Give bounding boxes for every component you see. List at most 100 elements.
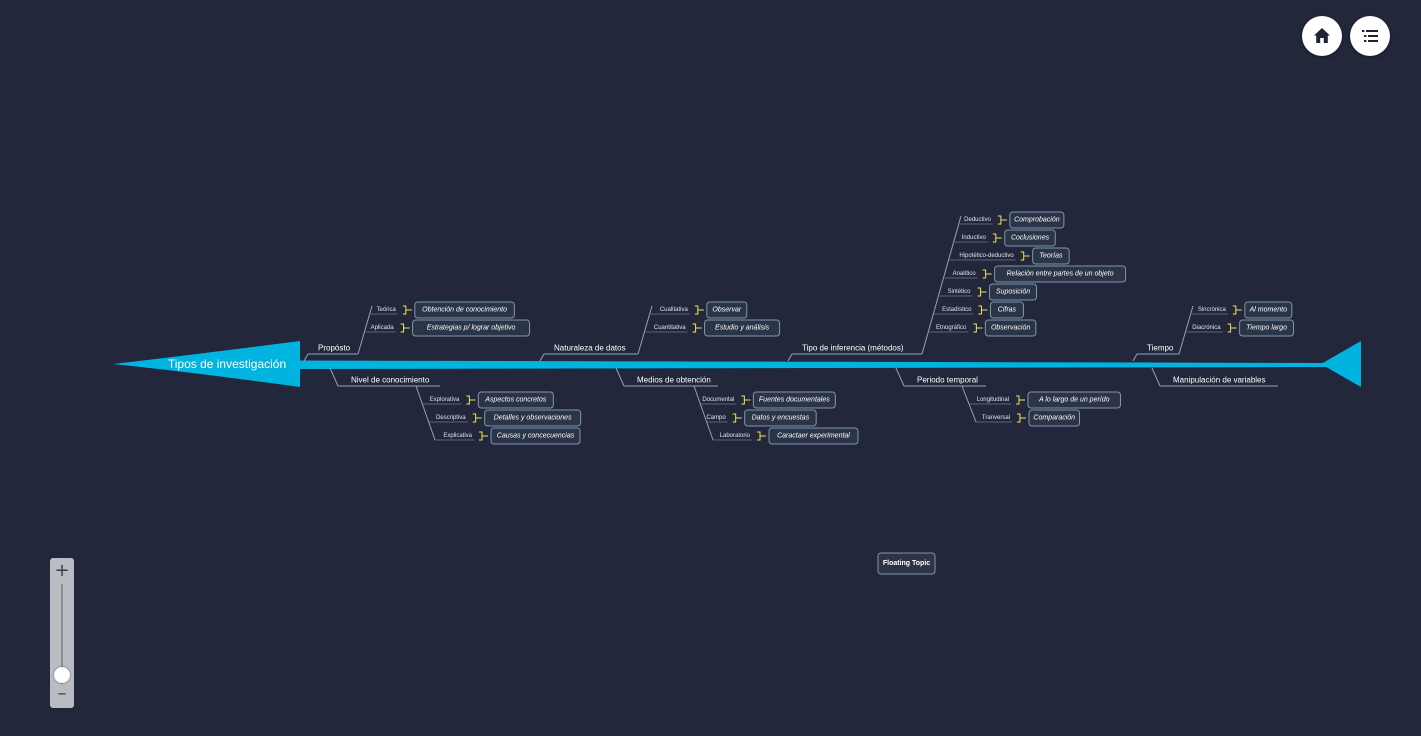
detail-node[interactable] [490, 427, 581, 445]
outline-button[interactable] [1350, 16, 1390, 56]
fishbone-tail [1321, 341, 1361, 387]
top-category-2-label: Tipo de inferencia (métodos) [802, 344, 904, 353]
detail-node[interactable] [994, 265, 1127, 283]
top-category-2-cause-label: Estadístico [942, 307, 972, 313]
connector-icon [472, 413, 482, 423]
zoom-slider-handle[interactable] [54, 667, 70, 683]
bottom-category-1-cause-label: Documental [702, 397, 734, 403]
bottom-category-1-label: Medios de obtención [637, 376, 711, 385]
detail-node[interactable] [477, 391, 554, 409]
top-category-1-bone [539, 353, 545, 362]
detail-node[interactable] [414, 301, 515, 319]
bottom-category-2-cause-label: Tranversal [982, 415, 1010, 421]
detail-node[interactable] [706, 301, 748, 319]
outline-list-icon [1362, 30, 1378, 42]
detail-node[interactable] [1027, 391, 1121, 409]
bottom-category-0-cause-label: Explorativa [430, 397, 460, 403]
top-category-3-cause-label: Sincrónica [1198, 307, 1227, 313]
bottom-category-2-bone [895, 367, 905, 387]
connector-icon [1016, 395, 1025, 405]
detail-node-label: Al momento [1249, 307, 1287, 314]
detail-node[interactable] [989, 301, 1024, 319]
detail-node-label: Comprobación [1014, 217, 1060, 224]
detail-node[interactable] [1028, 409, 1080, 427]
detail-node-label: Causas y concecuencias [497, 433, 575, 440]
home-button[interactable] [1302, 16, 1342, 56]
detail-node[interactable] [1244, 301, 1293, 319]
detail-node-label: Suposición [996, 289, 1030, 296]
detail-node-label: Datos y encuestas [752, 415, 810, 422]
connector-icon [973, 323, 983, 333]
top-category-0-label: Propósto [318, 344, 351, 353]
top-category-2-cause-label: Inductivo [962, 235, 987, 241]
detail-node[interactable] [752, 391, 836, 409]
bottom-category-1-bone [615, 367, 625, 387]
detail-node-label: Relación entre partes de un objeto [1007, 271, 1114, 278]
top-category-0-bone [303, 353, 309, 362]
top-category-3-label: Tiempo [1147, 344, 1174, 353]
bottom-category-0-cause-label: Descriptiva [436, 415, 466, 421]
connector-icon [992, 233, 1002, 243]
bottom-category-2-cause-label: Longitudinal [977, 397, 1009, 403]
detail-node-label: Cifras [998, 307, 1017, 314]
connector-icon [1017, 413, 1026, 423]
detail-node[interactable] [1009, 211, 1065, 229]
top-category-1-sub-bone [637, 305, 653, 355]
bottom-category-0-sub-bone [415, 385, 436, 441]
bottom-category-3-bone [1151, 367, 1161, 387]
top-category-2-sub-bone [921, 215, 962, 355]
connector-icon [997, 215, 1007, 225]
detail-node[interactable] [1004, 229, 1056, 247]
detail-node[interactable] [1032, 247, 1070, 265]
detail-node[interactable] [768, 427, 859, 445]
top-category-2-cause-label: Etnográfico [936, 325, 967, 331]
detail-node-label: Aspectos concretos [484, 397, 547, 404]
zoom-out-button[interactable]: – [57, 683, 67, 704]
bottom-category-1-cause-label: Laboratorio [720, 433, 751, 439]
bottom-category-1-cause-label: Campo [706, 415, 726, 421]
bottom-category-3-label: Manipulación de variables [1173, 376, 1266, 385]
bottom-category-2-label: Periodo temporal [917, 376, 978, 385]
fishbone-head-label: Tipos de investigación [168, 357, 286, 371]
detail-node-label: Coclusiones [1011, 235, 1050, 242]
bottom-category-0-cause-label: Explicativa [443, 433, 472, 439]
top-category-1-label: Naturaleza de datos [554, 344, 626, 353]
detail-node-label: Tiempo largo [1246, 325, 1287, 332]
detail-node[interactable] [984, 319, 1037, 337]
bottom-category-1-sub-bone [693, 385, 714, 441]
connector-icon [479, 431, 488, 441]
fishbone-head[interactable] [113, 341, 300, 387]
detail-node-label: Detalles y observaciones [494, 415, 572, 422]
top-category-1-cause-label: Cuantitativa [654, 325, 686, 331]
detail-node[interactable] [989, 283, 1038, 301]
detail-node[interactable] [412, 319, 531, 337]
detail-node[interactable] [484, 409, 582, 427]
top-category-2-bone [787, 353, 793, 362]
bottom-category-0-label: Nivel de conocimiento [351, 376, 430, 385]
connector-icon [694, 305, 704, 315]
zoom-in-button[interactable]: + [54, 560, 70, 581]
detail-node-label: Observación [991, 325, 1030, 332]
detail-node-label: Estudio y análisis [715, 325, 770, 332]
detail-node-label: A lo largo de un perído [1038, 397, 1110, 404]
detail-node[interactable] [704, 319, 781, 337]
connector-icon [466, 395, 476, 405]
floating-topic[interactable] [877, 552, 936, 575]
detail-node-label: Fuentes documentales [759, 397, 830, 404]
floating-topic-label: Floating Topic [883, 560, 930, 567]
detail-node-label: Observar [712, 307, 741, 314]
connector-icon [757, 431, 766, 441]
connector-icon [732, 413, 742, 423]
detail-node[interactable] [744, 409, 817, 427]
fishbone-spine [300, 360, 1330, 369]
connector-icon [1020, 251, 1030, 261]
top-category-3-sub-bone [1178, 305, 1194, 355]
detail-node[interactable] [1239, 319, 1295, 337]
connector-icon [402, 305, 412, 315]
top-category-3-bone [1132, 353, 1138, 362]
detail-node-label: Teorías [1039, 253, 1063, 260]
connector-icon [400, 323, 410, 333]
zoom-slider-track[interactable] [61, 584, 63, 684]
connector-icon [1227, 323, 1237, 333]
